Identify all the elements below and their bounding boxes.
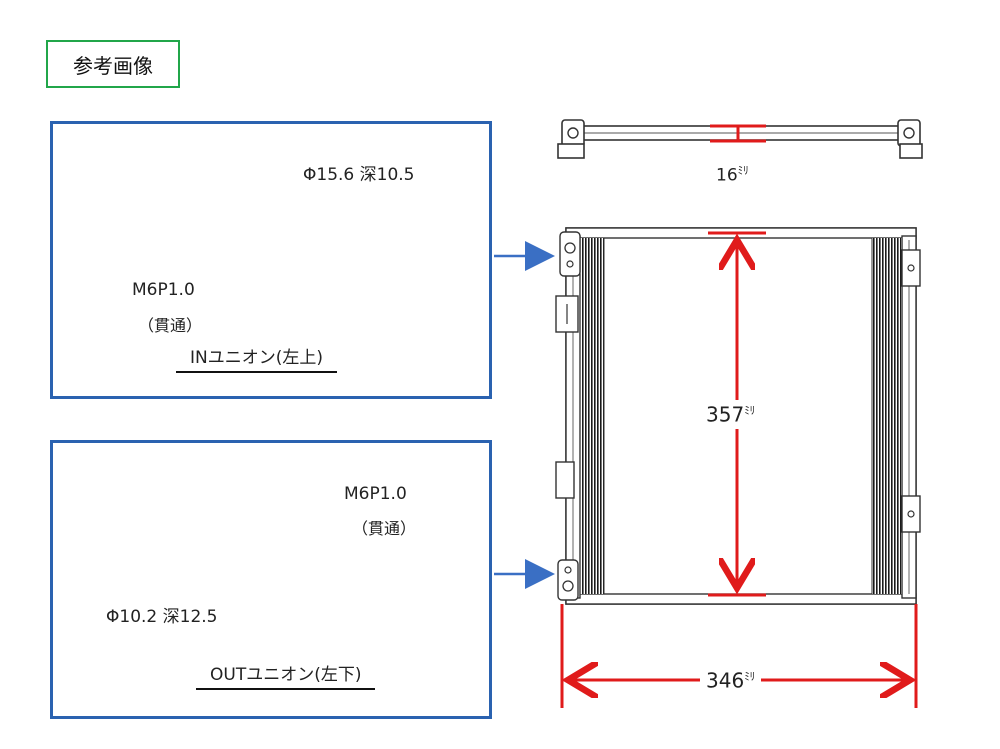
thickness-unit: ﾐﾘ bbox=[737, 164, 749, 177]
height-unit: ﾐﾘ bbox=[744, 404, 756, 417]
reference-image-label: 参考画像 bbox=[73, 53, 153, 78]
front-view-drawing bbox=[555, 227, 921, 708]
in-union-title: INユニオン(左上) bbox=[176, 343, 337, 373]
width-value: 346 bbox=[706, 668, 745, 693]
out-bore-label: Φ10.2 深12.5 bbox=[106, 607, 218, 627]
height-dimension-label: 357ﾐﾘ bbox=[702, 400, 760, 429]
top-view-drawing bbox=[557, 119, 923, 159]
out-thread-note: （貫通） bbox=[352, 519, 417, 538]
thickness-value: 16 bbox=[716, 165, 738, 186]
out-union-title: OUTユニオン(左下) bbox=[196, 660, 376, 690]
in-union-panel bbox=[50, 121, 492, 399]
out-union-panel bbox=[50, 440, 492, 719]
in-bore-label: Φ15.6 深10.5 bbox=[303, 165, 415, 185]
width-unit: ﾐﾘ bbox=[744, 670, 756, 683]
width-dimension-label: 346ﾐﾘ bbox=[700, 666, 762, 695]
in-thread-note: （貫通） bbox=[138, 316, 203, 335]
reference-image-tag: 参考画像 bbox=[46, 40, 180, 88]
in-thread-label: M6P1.0 bbox=[132, 280, 195, 300]
out-thread-label: M6P1.0 bbox=[344, 484, 407, 504]
height-value: 357 bbox=[706, 402, 745, 427]
thickness-dimension-label: 16ﾐﾘ bbox=[716, 162, 749, 186]
